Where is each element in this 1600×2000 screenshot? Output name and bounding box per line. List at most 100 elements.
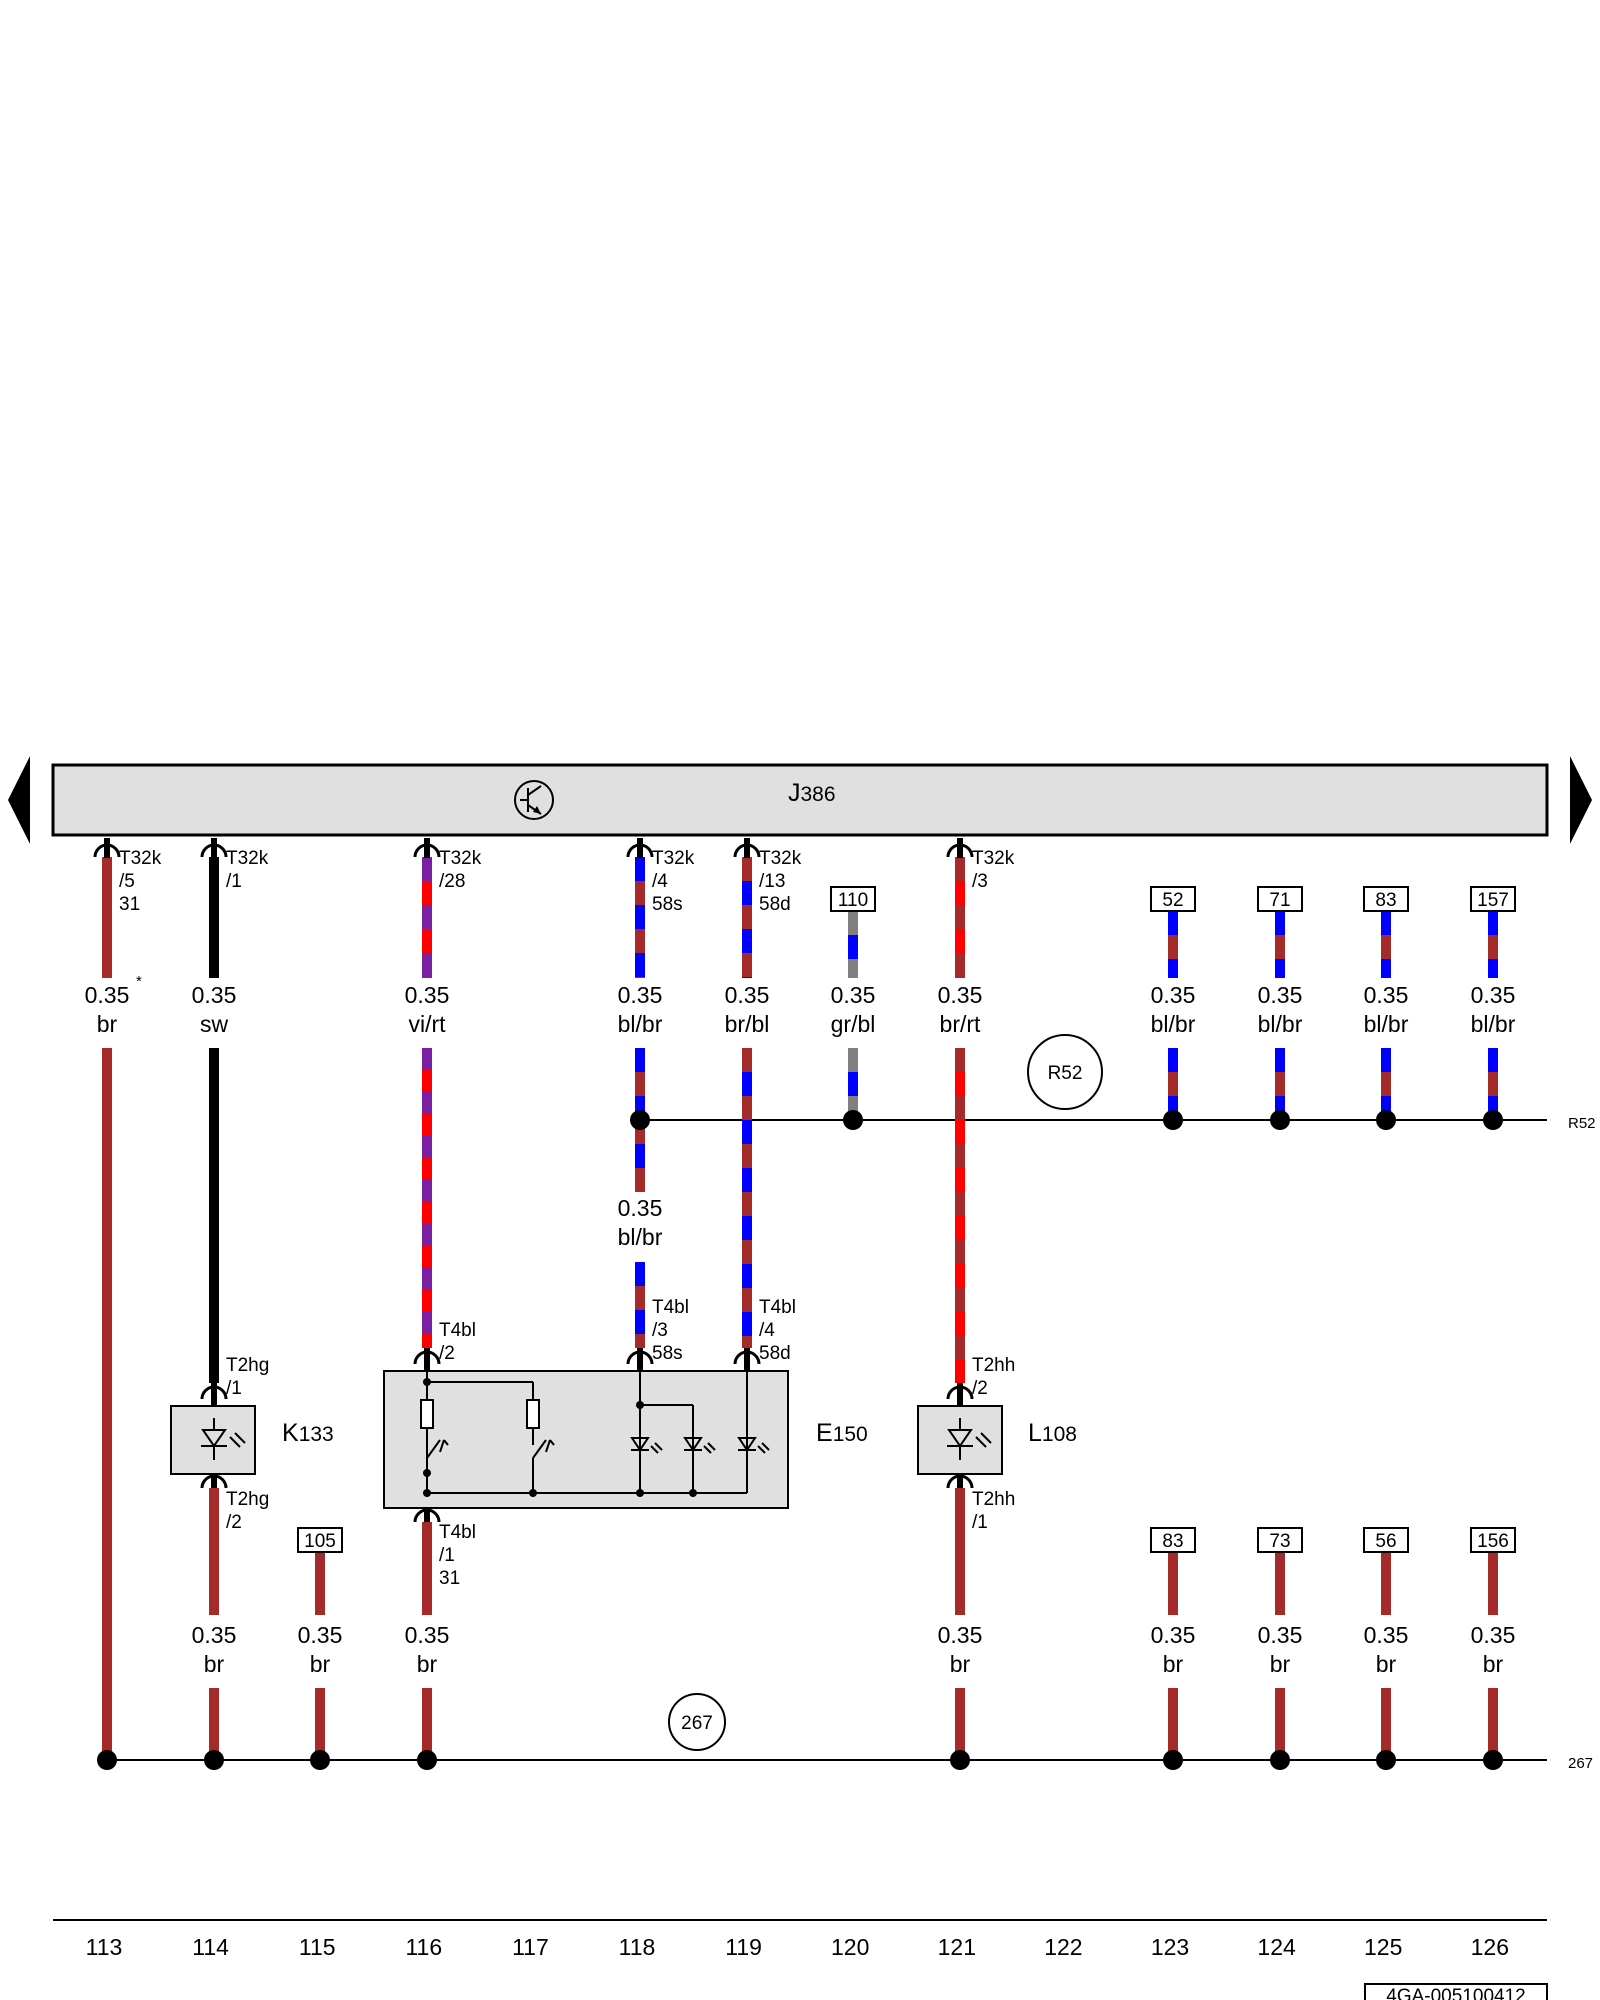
wire-lw126-upper [1488, 1552, 1498, 1615]
ref-box-105[interactable]: 105 [297, 1527, 343, 1553]
svg-text:83: 83 [1162, 1531, 1183, 1552]
ruler-number: 120 [831, 1934, 869, 1960]
nav-right-arrow[interactable] [1570, 756, 1592, 844]
svg-text:267: 267 [681, 1713, 713, 1734]
ref-box-73[interactable]: 73 [1257, 1527, 1303, 1553]
svg-text:71: 71 [1269, 890, 1290, 911]
wire-lw121-upper [955, 1488, 965, 1615]
ruler-number: 116 [405, 1934, 442, 1960]
connector-pins-top [104, 838, 963, 858]
ruler-number: 122 [1044, 1934, 1082, 1960]
svg-text:0.35: 0.35 [1258, 1622, 1303, 1648]
svg-text:bl/br: bl/br [1151, 1011, 1196, 1037]
wire-w118-upper [635, 857, 645, 978]
wire-w116-to-e150 [422, 1048, 432, 1348]
rail-junctions [97, 1110, 1503, 1770]
svg-text:br: br [1163, 1651, 1184, 1677]
pin-label-t2hh-1: T2hh/1 [972, 1489, 1015, 1533]
wire-lw124-lower [1275, 1688, 1285, 1760]
svg-text:58s: 58s [652, 1343, 683, 1364]
wire-lw126-lower [1488, 1688, 1498, 1760]
ruler-number: 115 [299, 1934, 336, 1960]
ref-box-156[interactable]: 156 [1470, 1527, 1516, 1553]
wire-w114-upper [209, 857, 219, 978]
svg-text:58d: 58d [759, 1343, 791, 1364]
wire-w119-upper [742, 857, 752, 978]
wire-w124-to-rail [1275, 1048, 1285, 1120]
svg-text:T4bl: T4bl [439, 1320, 476, 1341]
wire-w118-to-rail [635, 1048, 645, 1192]
wire-lw115-lower [315, 1688, 325, 1760]
wire-w120-to-rail [848, 1048, 858, 1120]
svg-text:58d: 58d [759, 894, 791, 915]
svg-text:bl/br: bl/br [618, 1224, 663, 1250]
component-e150: E150 [383, 1370, 868, 1509]
wire-lw116-upper [422, 1522, 432, 1615]
wire-lw123-upper [1168, 1552, 1178, 1615]
svg-text:/5: /5 [119, 871, 135, 892]
svg-text:105: 105 [304, 1531, 336, 1552]
svg-text:/3: /3 [972, 871, 988, 892]
ref-box-157[interactable]: 157 [1470, 886, 1516, 912]
svg-text:br: br [204, 1651, 225, 1677]
wire-w118-to-e150 [635, 1262, 645, 1348]
pin-label-t2hg-2: T2hg/2 [226, 1489, 269, 1533]
lamp-icon [947, 1418, 992, 1460]
svg-text:0.35: 0.35 [192, 982, 237, 1008]
svg-text:bl/br: bl/br [1471, 1011, 1516, 1037]
svg-text:58s: 58s [652, 894, 683, 915]
component-l108: L108 [917, 1405, 1077, 1475]
ref-box-56[interactable]: 56 [1363, 1527, 1409, 1553]
svg-text:0.35: 0.35 [1471, 982, 1516, 1008]
switch-icon [532, 1428, 555, 1493]
svg-text:0.35: 0.35 [405, 982, 450, 1008]
svg-text:0.35: 0.35 [1364, 1622, 1409, 1648]
svg-text:br: br [417, 1651, 438, 1677]
wire-w120-upper [848, 911, 858, 978]
nav-left-arrow[interactable] [8, 756, 30, 844]
ref-box-110[interactable]: 110 [830, 886, 876, 912]
svg-text:R52: R52 [1048, 1063, 1083, 1084]
pin-label-t4bl-1: T4bl/131 [439, 1522, 476, 1589]
ref-box-83-upper[interactable]: 83 [1363, 886, 1409, 912]
r52-marker: R52 [1027, 1034, 1103, 1110]
wire-w114-to-k133 [209, 1048, 219, 1383]
component-k133-label: K133 [282, 1419, 334, 1447]
ref-box-71[interactable]: 71 [1257, 886, 1303, 912]
ref-box-83-lower[interactable]: 83 [1150, 1527, 1196, 1553]
resistor-icon [526, 1399, 540, 1429]
svg-text:/28: /28 [439, 871, 465, 892]
ref-box-52[interactable]: 52 [1150, 886, 1196, 912]
svg-text:br/bl: br/bl [725, 1011, 770, 1037]
svg-text:/13: /13 [759, 871, 785, 892]
ruler-number: 126 [1471, 1934, 1509, 1960]
svg-text:0.35: 0.35 [725, 982, 770, 1008]
svg-text:sw: sw [200, 1011, 229, 1037]
pin-label-t2hg-1: T2hg/1 [226, 1355, 269, 1399]
wire-w119-to-e150 [742, 1048, 752, 1348]
svg-text:T2hh: T2hh [972, 1355, 1015, 1376]
svg-text:br: br [310, 1651, 331, 1677]
ruler-number: 119 [725, 1934, 762, 1960]
wire-label-119: 0.35 br/bl [725, 982, 770, 1037]
component-e150-label: E150 [816, 1419, 868, 1447]
wire-lw123-lower [1168, 1688, 1178, 1760]
switch-icon [426, 1428, 449, 1459]
svg-text:T4bl: T4bl [759, 1297, 796, 1318]
component-l108-label: L108 [1028, 1419, 1077, 1447]
svg-text:/3: /3 [652, 1320, 668, 1341]
